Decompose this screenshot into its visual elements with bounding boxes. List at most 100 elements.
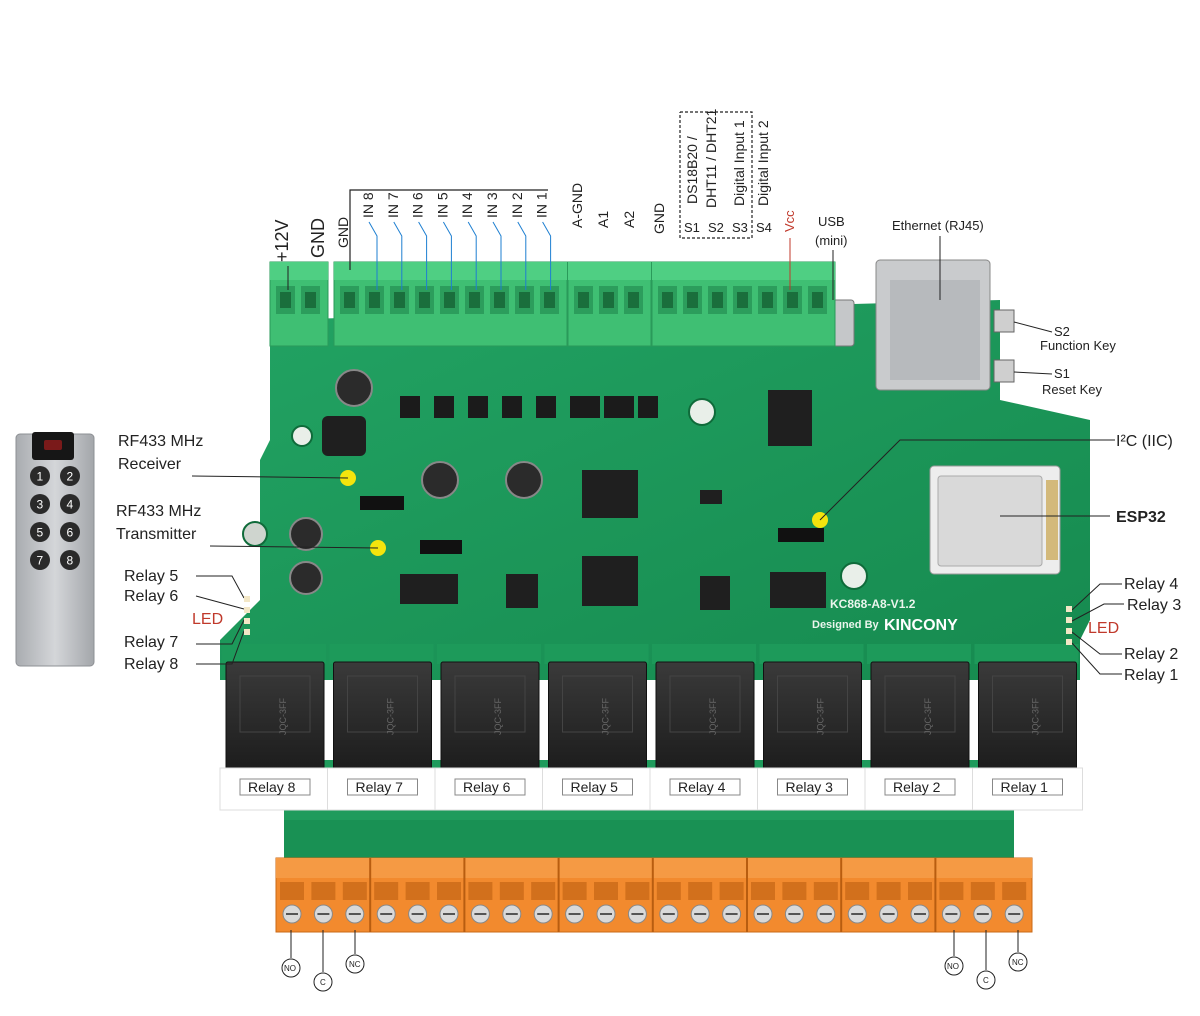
label-relay5-led: Relay 5 [124, 568, 178, 585]
relay-1 [978, 661, 1077, 773]
label-s2-key: S2 [1054, 324, 1070, 339]
marker-no-right: NO [947, 962, 959, 971]
relay-tag-label: Relay 4 [678, 779, 726, 795]
relay-tag-label: Relay 1 [1001, 779, 1049, 795]
relay-body-text: JQC-3FF [386, 698, 396, 736]
label-input-4: IN 4 [459, 192, 475, 218]
relay-tag-label: Relay 3 [786, 779, 834, 795]
relay-8 [225, 661, 325, 773]
relay-5 [548, 661, 647, 773]
label-relay6-led: Relay 6 [124, 588, 178, 605]
remote-button-2[interactable] [60, 466, 80, 486]
label-rf-transmitter-2: Transmitter [116, 526, 197, 543]
terminal-markers-left: NO C NC [281, 954, 365, 992]
label-function-key: Function Key [1040, 338, 1116, 353]
label-rf-transmitter-1: RF433 MHz [116, 503, 201, 520]
relay-body-text: JQC-3FF [923, 698, 933, 736]
remote-button-8[interactable] [60, 550, 80, 570]
marker-nc-right: NC [1012, 958, 1024, 967]
relay-3 [763, 661, 862, 773]
relay-7 [333, 661, 432, 773]
relay-body-text: JQC-3FF [278, 698, 288, 736]
label-input-3: IN 3 [484, 192, 500, 218]
relay-tag [757, 767, 868, 811]
label-esp32: ESP32 [1116, 509, 1166, 526]
marker-c-left: C [320, 978, 326, 987]
remote-button-label: 8 [67, 554, 74, 568]
label-usb: USB [818, 214, 845, 229]
label-input-5: IN 5 [434, 192, 450, 218]
terminal-markers-right: NO C NC [944, 952, 1028, 990]
label-relay7-led: Relay 7 [124, 634, 178, 651]
remote-button-4[interactable] [60, 494, 80, 514]
relay-6 [440, 661, 540, 773]
relay-body-text: JQC-3FF [816, 698, 826, 736]
remote-button-6[interactable] [60, 522, 80, 542]
relay-tag-label: Relay 6 [463, 779, 511, 795]
label-rf-receiver-2: Receiver [118, 456, 182, 473]
label-gnd-sensor: GND [651, 203, 667, 234]
input-bracket [349, 111, 753, 270]
label-led-left: LED [192, 611, 223, 628]
label-input-2: IN 2 [509, 192, 525, 218]
label-reset-key: Reset Key [1042, 382, 1102, 397]
label-vcc: Vcc [782, 210, 797, 232]
led-indicators [244, 596, 1072, 645]
label-digital-input-2: Digital Input 2 [755, 120, 771, 206]
label-gnd-power: GND [308, 218, 328, 258]
marker-no-left: NO [284, 964, 296, 973]
board-designed-by: Designed By [812, 619, 880, 631]
remote-button-label: 5 [37, 526, 44, 540]
relay-tag-label: Relay 7 [356, 779, 404, 795]
label-a2: A2 [621, 211, 637, 228]
label-input-1: IN 1 [534, 192, 550, 218]
relay-body-text: JQC-3FF [708, 698, 718, 736]
label-12v: +12V [272, 219, 292, 262]
label-rf-receiver-1: RF433 MHz [118, 433, 203, 450]
label-s4: S4 [756, 220, 772, 235]
label-a1: A1 [595, 211, 611, 228]
label-s3: S3 [732, 220, 748, 235]
input-terminal-blocks [269, 261, 836, 347]
label-ethernet: Ethernet (RJ45) [892, 218, 984, 233]
relay-tag-label: Relay 2 [893, 779, 941, 795]
label-input-6: IN 6 [410, 192, 426, 218]
relay-4 [655, 661, 755, 773]
board-components [289, 259, 1061, 610]
remote-button-7[interactable] [30, 550, 50, 570]
board-model: KC868-A8-V1.2 [830, 597, 916, 611]
marker-c-right: C [983, 976, 989, 985]
remote-button-label: 7 [37, 554, 44, 568]
label-gnd-inputs: GND [335, 217, 351, 248]
label-sensor-line1: DS18B20 / [684, 136, 700, 204]
remote-button-label: 6 [67, 526, 74, 540]
remote-button-3[interactable] [30, 494, 50, 514]
remote-button-label: 4 [67, 498, 74, 512]
relay-body-text: JQC-3FF [1031, 698, 1041, 736]
relay-body-text: JQC-3FF [601, 698, 611, 736]
label-s1-key: S1 [1054, 366, 1070, 381]
label-relay8-led: Relay 8 [124, 656, 178, 673]
label-relay3-led: Relay 3 [1127, 597, 1181, 614]
marker-nc-left: NC [349, 960, 361, 969]
label-relay2-led: Relay 2 [1124, 646, 1178, 663]
label-usb-mini: (mini) [815, 233, 848, 248]
label-relay4-led: Relay 4 [1124, 576, 1178, 593]
remote-button-1[interactable] [30, 466, 50, 486]
relay-row: JQC-3FF Relay 8 JQC-3FF Relay 7 JQC-3FF Relay… [219, 644, 1083, 811]
label-input-7: IN 7 [385, 192, 401, 218]
label-input-8: IN 8 [360, 192, 376, 218]
relay-output-terminals [275, 857, 1033, 933]
relay-tag-label: Relay 5 [571, 779, 619, 795]
remote-button-label: 2 [67, 470, 74, 484]
remote-button-5[interactable] [30, 522, 50, 542]
label-s2: S2 [708, 220, 724, 235]
label-digital-input-1: Digital Input 1 [731, 120, 747, 206]
label-sensor-line2: DHT11 / DHT21 [703, 108, 719, 208]
label-relay1-led: Relay 1 [1124, 667, 1178, 684]
relay-tag-label: Relay 8 [248, 779, 296, 795]
leader-lines [191, 221, 1124, 972]
board-brand: KINCONY [884, 617, 958, 634]
